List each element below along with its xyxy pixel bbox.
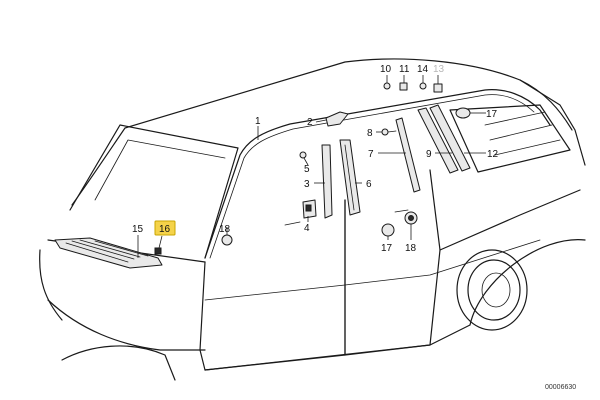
label-part-18-front[interactable]: 18 [219,224,231,235]
label-part-11[interactable]: 11 [399,64,410,75]
label-part-7[interactable]: 7 [368,149,374,160]
side-sill [204,324,471,371]
leader-16 [158,235,163,249]
c-pillar-trims [395,104,471,193]
part-labels: 1 2 3 4 5 6 7 8 9 10 11 12 14 13 15 16 1… [132,64,499,254]
label-part-12[interactable]: 12 [487,149,499,160]
rear-door-handle [394,209,409,213]
windshield-inner [94,139,226,201]
label-part-6[interactable]: 6 [366,179,372,190]
front-fender [47,299,206,351]
rear-side-window [449,104,571,173]
cowl-clip-16 [154,247,162,255]
front-wheel-arch [61,345,176,381]
a-pillar-trim [204,89,551,259]
screw-14 [419,82,427,90]
label-part-2[interactable]: 2 [307,117,313,128]
rear-wheel-inner [467,259,521,321]
label-part-17-rear[interactable]: 17 [486,109,498,120]
screw-10 [383,82,391,90]
leader-lines [137,75,486,258]
clip-2 [325,111,349,127]
b-pillar-trim-6-line [344,144,355,211]
leader-2 [315,119,327,123]
cap-17-door [381,223,395,237]
leader-5 [303,157,309,166]
label-part-8[interactable]: 8 [367,128,373,139]
nut-11 [399,82,408,91]
c-pillar-trim-7 [395,117,421,193]
label-part-9[interactable]: 9 [426,149,432,160]
bracket-4-slot [305,204,312,212]
rear-wheel-hub [481,272,511,308]
label-part-15[interactable]: 15 [132,224,144,235]
c-pillar-trim-12 [429,104,471,172]
c-pillar-trim-9 [417,107,459,174]
label-part-13[interactable]: 13 [433,64,445,75]
label-part-10[interactable]: 10 [380,64,392,75]
windshield-outline [69,124,239,259]
cowl-panel-grille [65,239,149,263]
screw-8 [381,128,389,136]
screw-8-shaft [387,130,397,133]
roof-rear-edge [519,79,586,166]
clip-13 [433,83,443,93]
rear-wheel-outer [456,249,528,331]
label-part-17-door[interactable]: 17 [381,243,393,254]
rear-window-shading [484,111,561,156]
cowl-panel [54,237,163,269]
cowl-panel-shape [54,237,163,269]
rear-quarter-lower [469,239,586,326]
b-pillar-trim-6 [339,139,361,216]
rear-quarter [439,189,581,251]
fasteners [221,82,471,246]
label-part-5[interactable]: 5 [304,164,310,175]
front-door-handle [284,221,301,226]
label-part-4[interactable]: 4 [304,223,310,234]
grommet-18-front [221,234,233,246]
highlight-part-16 [154,220,176,236]
label-part-3[interactable]: 3 [304,179,310,190]
cap-17-rear [455,107,471,119]
car-body [39,58,586,381]
front-bumper [39,249,63,321]
label-part-1[interactable]: 1 [255,116,261,127]
b-pillar-trim-3 [321,144,333,219]
b-pillar-trims [321,139,361,219]
label-part-16[interactable]: 16 [159,224,171,235]
body-crease [204,239,541,301]
image-code: 00006630 [545,384,576,391]
a-pillar-trim-inner [209,94,535,259]
rear-door-outline [344,169,441,356]
label-part-14[interactable]: 14 [417,64,429,75]
grommet-18-rear-hole [408,215,414,221]
label-part-18-rear[interactable]: 18 [405,243,417,254]
screw-5 [299,151,307,159]
